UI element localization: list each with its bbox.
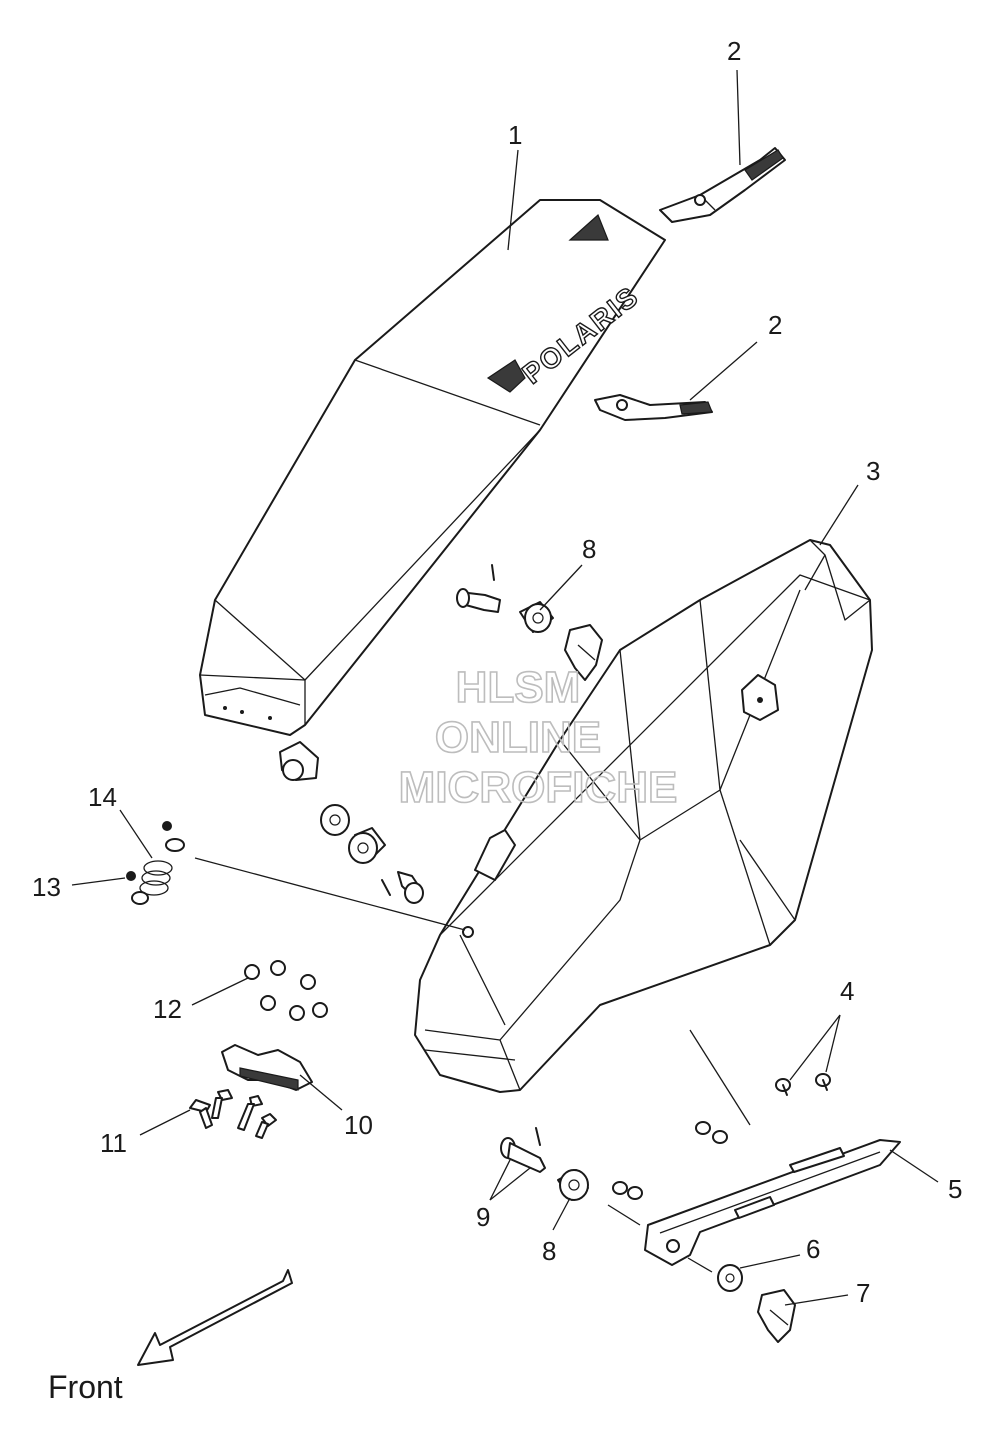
callout-8-lower: 8 [542,1236,556,1266]
callout-12: 12 [153,994,182,1024]
callout-1: 1 [508,120,522,150]
callout-4: 4 [840,976,854,1006]
hinge-pin-upper [456,564,501,613]
screw-part-13 [126,821,172,881]
callout-labels: 1 2 2 3 4 5 6 7 8 8 9 10 11 12 13 14 [32,36,962,1308]
bushing-left-b [348,827,386,864]
clip-part-7 [757,1289,796,1343]
front-label: Front [48,1369,123,1405]
bushing-part-6 [717,1264,743,1292]
latch-part-2-upper [659,147,786,223]
latch-part-2-lower [594,394,713,421]
pin-part-9 [500,1127,546,1173]
arrow-icon [137,1269,293,1366]
front-direction-arrow: Front [48,1269,293,1405]
callout-6: 6 [806,1234,820,1264]
bolts-part-11 [189,1089,277,1139]
callout-8-upper: 8 [582,534,596,564]
nuts-part-12 [244,960,328,1021]
callout-3: 3 [866,456,880,486]
spacer-part-8-upper [519,601,554,633]
callout-2-upper: 2 [727,36,741,66]
leader-lines [71,69,939,1306]
callout-13: 13 [32,872,61,902]
spring-part-14 [131,838,185,905]
watermark-line-3: MICROFICHE [399,763,678,812]
callout-2-lower: 2 [768,310,782,340]
box-base-part-3 [414,539,873,1093]
spacer-part-8-lower [557,1169,589,1201]
watermark-line-1: HLSM [456,663,581,712]
callout-10: 10 [344,1110,373,1140]
watermark: HLSM ONLINE MICROFICHE [398,662,678,813]
hinge-cap-left [279,741,319,781]
hinge-pin-left [381,871,424,904]
callout-11: 11 [100,1128,127,1158]
callout-14: 14 [88,782,117,812]
bracket-part-5 [644,1139,901,1266]
screws-part-4 [612,1073,831,1200]
clip-upper [564,624,603,681]
callout-9: 9 [476,1202,490,1232]
callout-7: 7 [856,1278,870,1308]
hinge-part-10 [221,1044,313,1091]
bushing-left-a [320,804,350,836]
watermark-line-2: ONLINE [435,713,601,762]
callout-5: 5 [948,1174,962,1204]
